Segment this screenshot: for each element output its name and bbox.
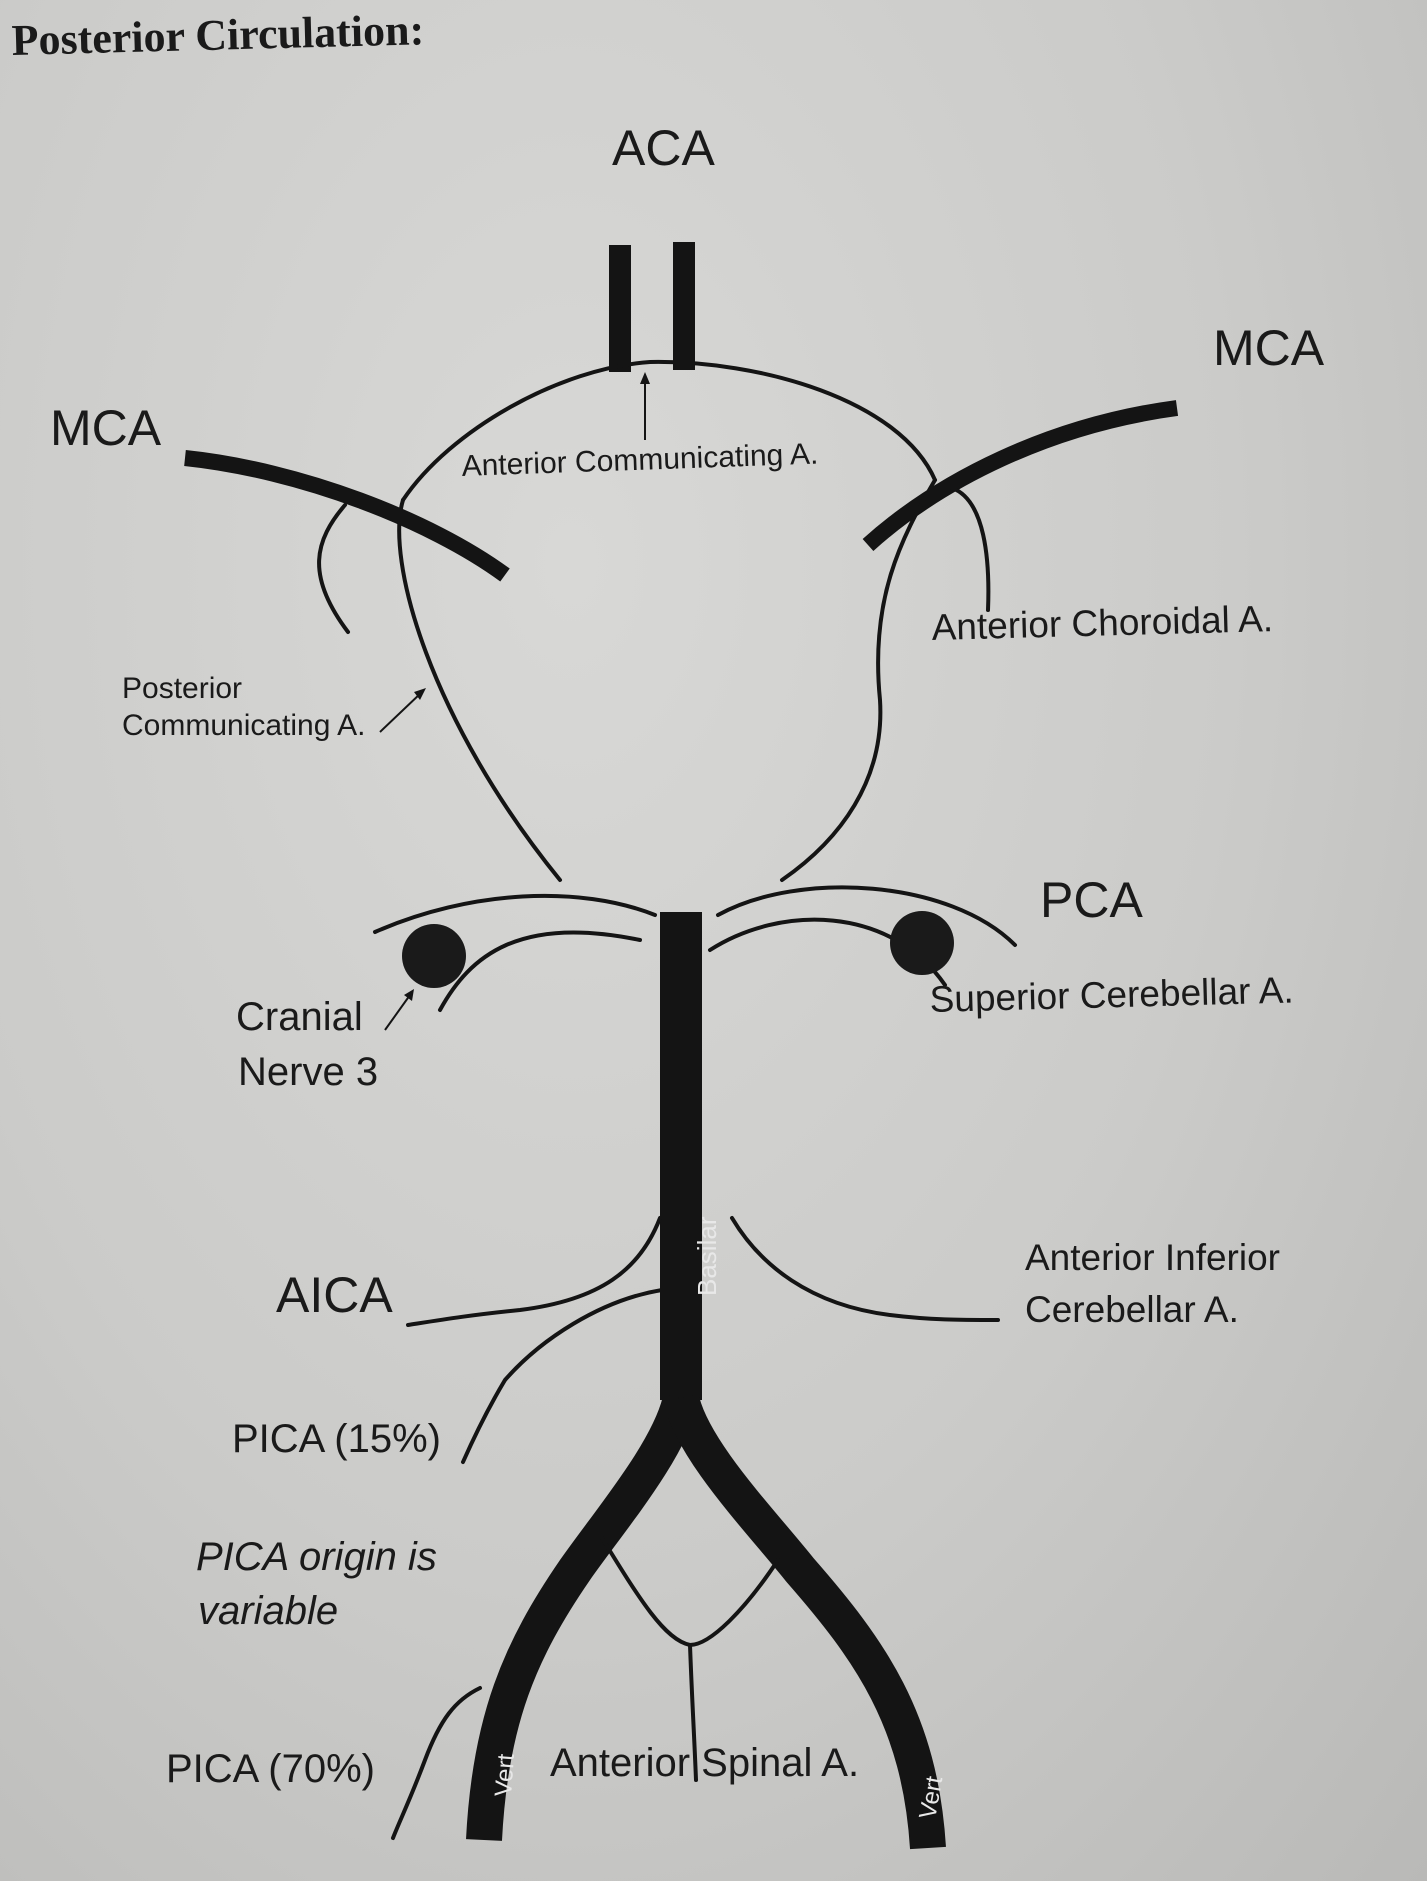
pca-left — [373, 893, 657, 934]
vert-left-label: Vert — [490, 1753, 520, 1798]
anterior-communicating-artery — [401, 359, 937, 502]
pca-right — [716, 885, 1017, 947]
anterior-spinal-label: Anterior Spinal A. — [550, 1741, 859, 1785]
pica-70-label: PICA (70%) — [166, 1747, 375, 1791]
basilar-label: Basilar — [692, 1216, 722, 1296]
cranial-nerve-3-right — [890, 911, 954, 975]
anterior-choroidal-label: Anterior Choroidal A. — [931, 598, 1273, 648]
posterior-communicating-right — [780, 478, 937, 882]
posterior-communicating-label-2: Communicating A. — [122, 709, 365, 742]
anterior-inferior-label-1: Anterior Inferior — [1025, 1237, 1280, 1278]
anterior-spinal-artery — [688, 1643, 698, 1782]
pcom-pointer-arrow — [379, 688, 426, 733]
pica-15-branch — [461, 1288, 664, 1464]
cn3-pointer-arrow — [384, 989, 414, 1031]
mca-left-label: MCA — [50, 400, 162, 456]
acom-pointer-arrow — [640, 372, 650, 440]
anterior-inferior-label-2: Cerebellar A. — [1025, 1289, 1239, 1330]
cranial-nerve-3-left — [402, 924, 466, 988]
pica-variable-label-2: variable — [198, 1589, 338, 1633]
mca-right-label: MCA — [1213, 320, 1325, 376]
aica-left — [406, 1216, 662, 1327]
anterior-communicating-label: Anterior Communicating A. — [461, 438, 819, 483]
sca-left — [438, 930, 642, 1012]
cranial-nerve-label-1: Cranial — [236, 995, 363, 1039]
pica-variable-label-1: PICA origin is — [196, 1535, 437, 1579]
pca-label: PCA — [1040, 872, 1143, 928]
mca-right-vessel — [862, 400, 1179, 551]
aca-label: ACA — [612, 120, 715, 176]
basilar-artery — [660, 912, 702, 1400]
pica-15-label: PICA (15%) — [232, 1417, 441, 1461]
pica-70-branch — [391, 1686, 482, 1840]
page-title: Posterior Circulation: — [11, 5, 425, 65]
vertebral-left — [466, 1393, 699, 1841]
aica-right — [730, 1216, 1000, 1322]
mca-left-vessel — [184, 450, 510, 582]
anterior-spinal-branches — [600, 1536, 780, 1648]
right-anterior-choroidal-branch — [950, 486, 991, 612]
posterior-communicating-label-1: Posterior — [122, 672, 242, 705]
aica-label: AICA — [276, 1267, 393, 1323]
cranial-nerve-label-2: Nerve 3 — [238, 1050, 378, 1094]
vertebral-right — [663, 1393, 946, 1850]
superior-cerebellar-label: Superior Cerebellar A. — [929, 969, 1294, 1020]
posterior-communicating-left — [397, 498, 562, 882]
left-anterior-choroidal-branch — [317, 503, 350, 634]
